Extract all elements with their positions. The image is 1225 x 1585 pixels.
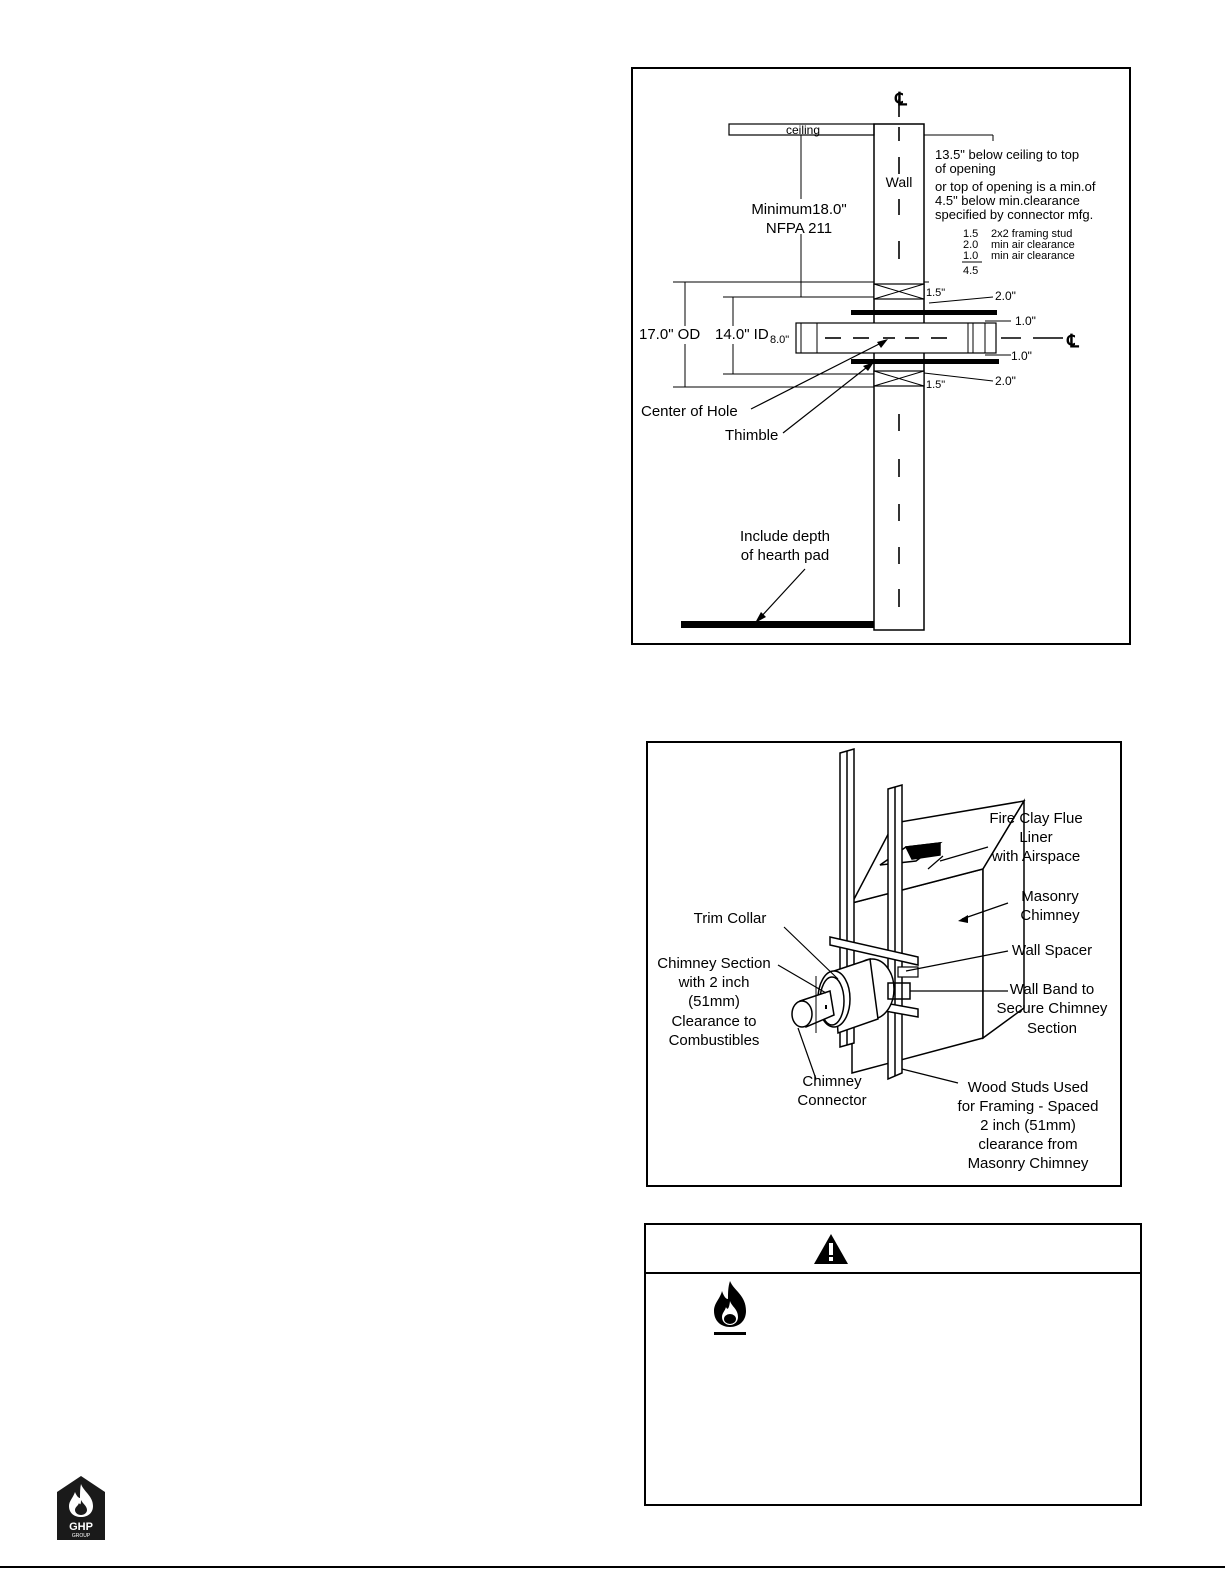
clearance-value-3: 1.0	[963, 250, 978, 262]
logo-subtext: GROUP	[72, 1533, 91, 1539]
centerline-top-mark: ℄	[894, 89, 907, 109]
fire-clay-label-1: Fire Clay Flue	[989, 810, 1082, 827]
masonry-label-2: Chimney	[1020, 907, 1080, 924]
min-label-2: NFPA 211	[766, 220, 832, 237]
stud-top-dim: 1.5"	[926, 287, 945, 299]
warning-triangle-icon	[814, 1234, 848, 1264]
chimney-connector-label-2: Connector	[797, 1092, 866, 1109]
centerline-right-mark: ℄	[1066, 331, 1079, 351]
masonry-label-1: Masonry	[1021, 888, 1079, 905]
chimney-connector-label-1: Chimney	[802, 1073, 862, 1090]
wood-stud-right	[887, 784, 903, 1081]
hearth-label-1: Include depth	[740, 528, 830, 545]
hearth-label-2: of hearth pad	[741, 547, 829, 564]
chimney-section-label-2: with 2 inch	[678, 974, 750, 991]
note-line-1: 13.5" below ceiling to top	[935, 147, 1079, 162]
clearance-desc-1: 2x2 framing stud	[991, 228, 1072, 240]
wall-label: Wall	[886, 174, 913, 190]
note-line-2: of opening	[935, 161, 996, 176]
wall-band-label-3: Section	[1027, 1020, 1077, 1037]
chimney-section-label-4: Clearance to	[671, 1013, 756, 1030]
center-of-hole-label: Center of Hole	[641, 403, 738, 420]
clearance-desc-2: min air clearance	[991, 239, 1075, 251]
ghp-group-logo: GHP GROUP	[53, 1474, 109, 1542]
note-line-5: specified by connector mfg.	[935, 207, 1093, 222]
clearance-value-2: 2.0	[963, 239, 978, 251]
clearance-desc-3: min air clearance	[991, 250, 1075, 262]
wood-studs-label-5: Masonry Chimney	[968, 1155, 1089, 1172]
wall-band-label-2: Secure Chimney	[997, 1000, 1108, 1017]
air2-bottom-dim: 2.0"	[995, 374, 1016, 388]
air2-top-dim: 2.0"	[995, 289, 1016, 303]
footer-rule	[0, 1566, 1225, 1568]
chimney-section-label-5: Combustibles	[669, 1032, 760, 1049]
trim-collar-label: Trim Collar	[694, 910, 767, 927]
id-label: 14.0" ID	[715, 326, 769, 343]
thimble-label: Thimble	[725, 427, 778, 444]
fire-clay-label-3: with Airspace	[991, 848, 1080, 865]
warning-header	[646, 1225, 1140, 1274]
wood-studs-label-3: 2 inch (51mm)	[980, 1117, 1076, 1134]
air-space-bar-bottom	[851, 359, 999, 364]
clearance-total: 4.5	[963, 265, 978, 277]
clearance-value-1: 1.5	[963, 228, 978, 240]
warning-box	[644, 1223, 1142, 1506]
note-line-3: or top of opening is a min.of	[935, 179, 1096, 194]
wood-studs-label-1: Wood Studs Used	[968, 1079, 1089, 1096]
wall-spacer-label: Wall Spacer	[1012, 942, 1092, 959]
wall-spacer	[897, 966, 919, 978]
hearth-pad	[681, 621, 874, 628]
chimney-connector	[791, 990, 835, 1029]
masonry-chimney-diagram: Fire Clay Flue Liner with Airspace Mason…	[646, 741, 1122, 1187]
flame-icon	[714, 1281, 746, 1335]
chimney-section-label-3: (51mm)	[688, 993, 740, 1010]
air1-bottom-dim: 1.0"	[1011, 349, 1032, 363]
air-space-bar-top	[851, 310, 997, 315]
min-label-1: Minimum18.0"	[751, 201, 846, 218]
stud-bottom-dim: 1.5"	[926, 379, 945, 391]
fire-clay-label-2: Liner	[1019, 829, 1052, 846]
chimney-section-label-1: Chimney Section	[657, 955, 770, 972]
ceiling-label: ceiling	[786, 123, 820, 137]
note-line-4: 4.5" below min.clearance	[935, 193, 1080, 208]
wood-studs-label-4: clearance from	[978, 1136, 1077, 1153]
wall-band-label-1: Wall Band to	[1010, 981, 1095, 998]
thimble-dia-label: 8.0"	[770, 334, 789, 346]
wall-passthrough-diagram: ceiling ℄ Wall 13.5" below ceiling to to…	[631, 67, 1131, 645]
masonry-chimney	[850, 798, 1026, 1074]
logo-text: GHP	[69, 1521, 93, 1533]
wood-studs-label-2: for Framing - Spaced	[958, 1098, 1099, 1115]
air1-top-dim: 1.0"	[1015, 314, 1036, 328]
od-label: 17.0" OD	[639, 326, 700, 343]
